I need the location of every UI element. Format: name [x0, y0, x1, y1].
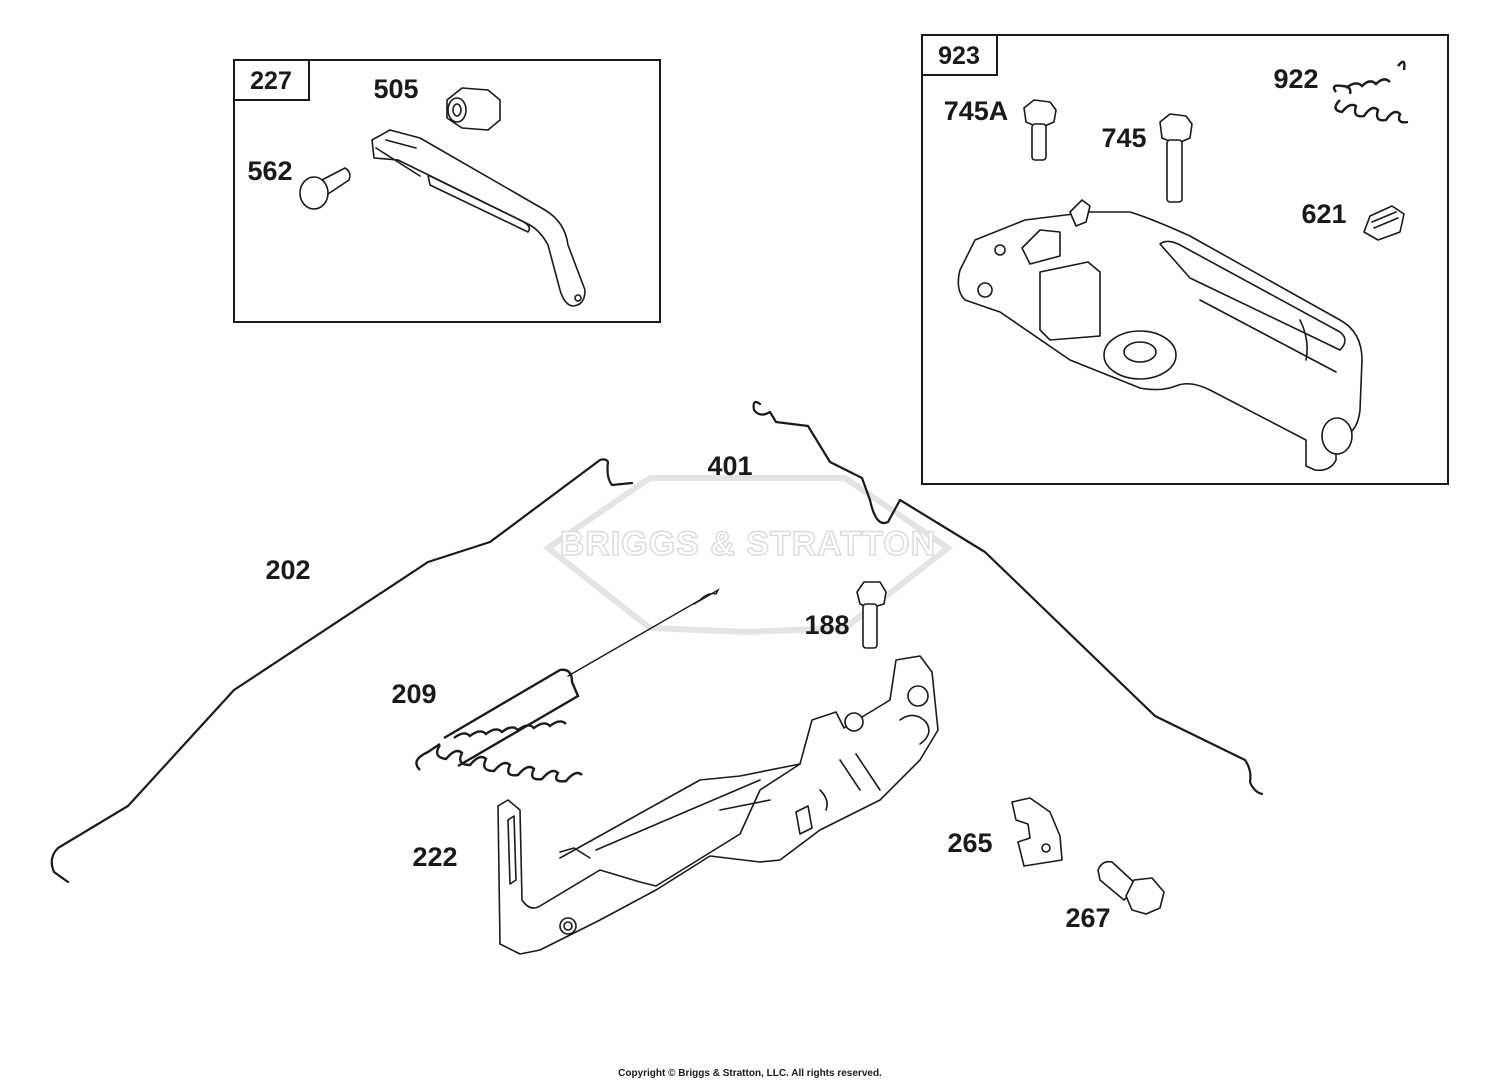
part-202-rod[interactable] [50, 458, 634, 884]
part-267-bolt[interactable] [1097, 860, 1165, 915]
label-401: 401 [707, 451, 752, 481]
part-188-bolt[interactable] [856, 581, 887, 649]
part-562-rivet[interactable] [299, 167, 351, 210]
kit-923-number: 923 [938, 42, 980, 70]
part-745a-bolt[interactable] [1023, 99, 1057, 161]
label-562: 562 [247, 156, 292, 186]
label-202: 202 [265, 555, 310, 585]
watermark-text: BRIGGS & STRATTON [560, 525, 937, 563]
briggs-stratton-watermark: BRIGGS & STRATTON [542, 475, 954, 636]
label-188: 188 [804, 610, 849, 640]
kit-923-box: 923 [921, 34, 1449, 485]
part-401-rod[interactable] [752, 400, 1264, 796]
label-209: 209 [391, 679, 436, 709]
kit-227-number: 227 [250, 67, 292, 95]
label-265: 265 [947, 828, 992, 858]
part-505-spacer[interactable] [446, 87, 501, 131]
part-922-spring[interactable] [1332, 60, 1409, 124]
part-227-bracket[interactable] [371, 129, 586, 307]
label-505: 505 [373, 74, 418, 104]
label-922: 922 [1273, 64, 1318, 94]
label-621: 621 [1301, 199, 1346, 229]
part-209-spring[interactable] [415, 588, 720, 783]
kit-227-box: 227 [233, 59, 661, 323]
part-222-bracket-assembly[interactable] [497, 655, 939, 955]
label-745: 745 [1101, 123, 1146, 153]
label-745a: 745A [944, 96, 1009, 126]
kit-923-tag [921, 34, 998, 76]
kit-227-tag [233, 59, 310, 101]
part-621-clip[interactable] [1363, 205, 1405, 241]
part-265-clip[interactable] [1011, 797, 1063, 867]
label-222: 222 [412, 842, 457, 872]
copyright-notice: Copyright © Briggs & Stratton, LLC. All … [618, 1068, 882, 1079]
part-745-bolt[interactable] [1159, 113, 1193, 203]
part-923-control-assembly[interactable] [957, 199, 1363, 472]
label-267: 267 [1065, 903, 1110, 933]
